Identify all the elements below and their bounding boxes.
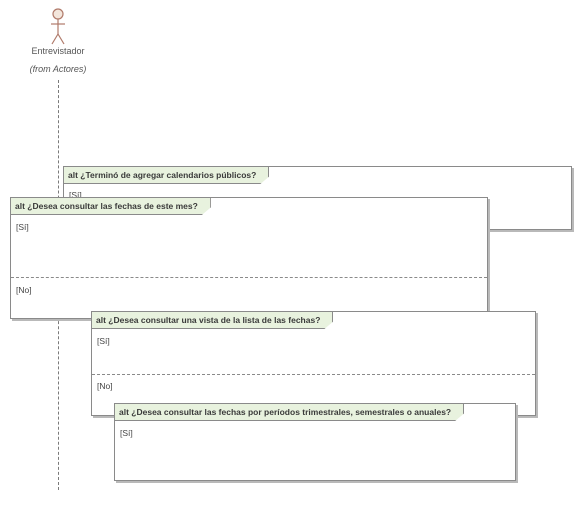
alt-frame-vista-lista[interactable]: alt ¿Desea consultar una vista de la lis… xyxy=(91,311,536,416)
guard-no: [No] xyxy=(16,285,32,295)
guard-si: [Sí] xyxy=(69,190,82,200)
operand-divider xyxy=(92,374,535,375)
frame-title: alt ¿Desea consultar las fechas de este … xyxy=(11,198,211,215)
actor-name: Entrevistador xyxy=(31,46,85,56)
operand-divider xyxy=(11,277,487,278)
frame-title: alt ¿Terminó de agregar calendarios públ… xyxy=(64,167,269,184)
guard-si: [Sí] xyxy=(120,428,133,438)
frame-title: alt ¿Desea consultar una vista de la lis… xyxy=(92,312,333,329)
actor-stick-figure-icon xyxy=(51,8,65,45)
alt-frame-fechas-mes[interactable]: alt ¿Desea consultar las fechas de este … xyxy=(10,197,488,319)
actor-entrevistador[interactable] xyxy=(28,8,88,45)
alt-frame-periodos[interactable]: alt ¿Desea consultar las fechas por perí… xyxy=(114,403,516,481)
frame-title: alt ¿Desea consultar las fechas por perí… xyxy=(115,404,464,421)
guard-si: [Sí] xyxy=(16,222,29,232)
guard-si: [Sí] xyxy=(97,336,110,346)
guard-no: [No] xyxy=(97,381,113,391)
actor-source: (from Actores) xyxy=(29,64,87,74)
